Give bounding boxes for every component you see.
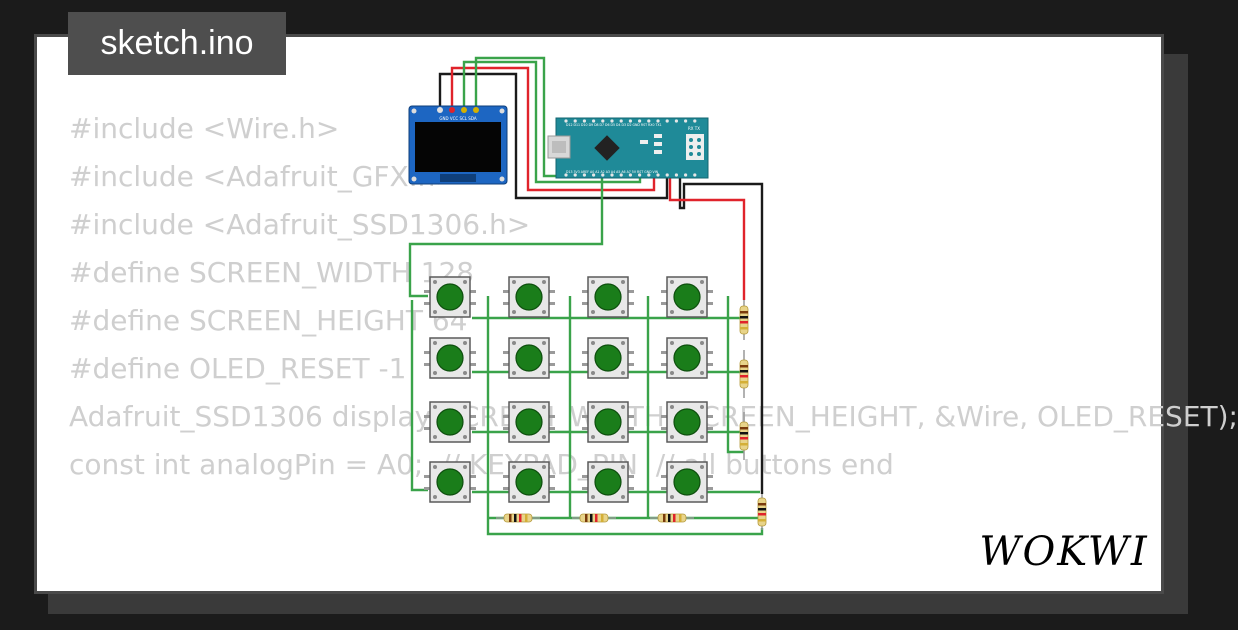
wire-black [678,178,764,494]
nano-label: RX TX [688,126,700,131]
nano-pin [665,173,669,177]
resistor[interactable] [739,300,749,340]
code-line: const int analogPin = A0; // KEYPAD_PIN … [69,448,894,481]
resistor[interactable] [496,513,540,523]
nano-pin [564,119,568,123]
nano-pin [684,119,688,123]
resistor[interactable] [650,513,694,523]
wire-green [462,60,642,184]
logo-text: WOKWI [979,529,1149,575]
nano-pin-labels-top: D12 D11 D10 D9 D8 D7 D6 D5 D4 D3 D2 GND … [566,123,662,127]
keypad-button[interactable] [424,337,476,379]
nano-pin [573,173,577,177]
nano-pin [674,173,679,177]
nano-pin [564,173,568,177]
nano-pin [693,173,697,177]
keypad-button[interactable] [503,461,555,503]
nano-pin [619,173,623,177]
oled-screen [415,122,501,172]
resistor[interactable] [757,494,767,530]
wire-red [450,66,656,192]
resistors [496,300,767,530]
nano-pin [647,173,651,177]
nano-pin [628,119,633,123]
keypad-button[interactable] [661,337,713,379]
wire-green [486,296,764,536]
code-line: #define OLED_RESET -1 [69,352,407,385]
wire-black [438,72,669,200]
code-line: #define SCREEN_WIDTH 128 [69,256,475,289]
keypad-button[interactable] [661,401,713,443]
wire-green [726,296,744,454]
wire-green [408,178,604,298]
nano-pin [638,173,642,177]
keypad-button[interactable] [582,401,634,443]
keypad-button[interactable] [503,337,555,379]
keypad-button[interactable] [424,276,476,318]
keypad-button[interactable] [503,401,555,443]
keypad-button[interactable] [503,276,555,318]
circuit-diagram: GND VCC SCL SDA RX TX D12 D11 D10 D9 D8 … [408,56,767,536]
code-line: #define SCREEN_HEIGHT 64 [69,304,468,337]
nano-pin [601,173,605,177]
nano-pin [656,173,660,177]
nano-pin [610,173,614,177]
keypad-button[interactable] [661,276,713,318]
nano-pin [647,119,651,123]
resistor[interactable] [739,350,749,398]
nano-pin [656,119,660,123]
code-line: #include <Adafruit_SSD1306.h> [69,208,531,241]
keypad-button[interactable] [582,337,634,379]
microcontroller-chip [594,135,620,161]
nano-pin [573,119,577,123]
arduino-nano[interactable]: RX TX D12 D11 D10 D9 D8 D7 D6 D5 D4 D3 D… [547,117,709,179]
code-preview: #include <Wire.h>#include <Adafruit_GFX.… [69,105,1238,489]
keypad-button[interactable] [582,276,634,318]
keypad-button[interactable] [582,461,634,503]
wire-red [668,178,746,300]
code-line: #include <Wire.h> [69,112,340,145]
keypad-matrix [424,276,713,503]
nano-pin [592,119,596,123]
nano-pin [684,173,688,177]
nano-pin [592,173,596,177]
nano-pin [674,119,679,123]
resistor[interactable] [739,412,749,460]
wire-green [410,300,428,492]
nano-pin [619,119,623,123]
nano-pin [610,119,614,123]
file-title: sketch.ino [68,12,286,75]
nano-pin [693,119,697,123]
resistor[interactable] [572,513,616,523]
oled-pin-labels: GND VCC SCL SDA [439,116,476,121]
nano-pin [638,119,642,123]
nano-pin [601,119,605,123]
nano-pin-labels-bottom: D13 3V3 AREF A0 A1 A2 A3 A4 A5 A6 A7 5V … [566,170,659,174]
keypad-button[interactable] [424,401,476,443]
nano-pin [628,173,633,177]
nano-pin [582,119,587,123]
oled-display[interactable]: GND VCC SCL SDA [408,105,508,185]
keypad-button[interactable] [661,461,713,503]
keypad-button[interactable] [424,461,476,503]
nano-pin [582,173,587,177]
nano-pin [665,119,669,123]
wokwi-logo: WOKWI [978,528,1150,576]
